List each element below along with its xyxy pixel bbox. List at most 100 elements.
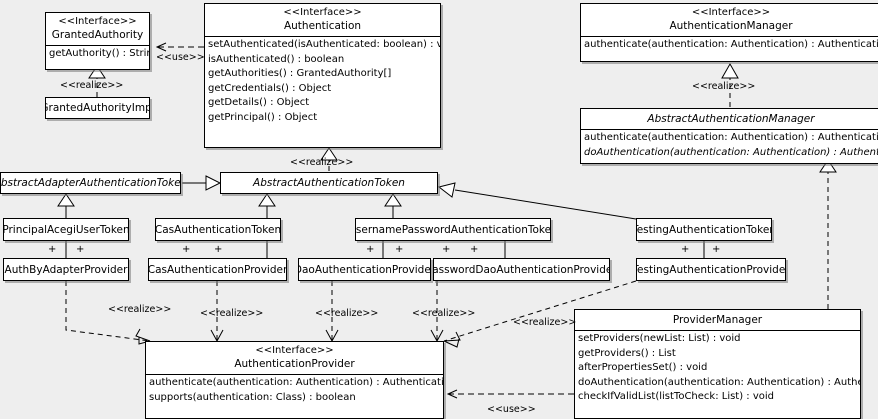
class-testing-authentication-provider[interactable]: TestingAuthenticationProvider <box>636 258 786 281</box>
operation: setAuthenticated(isAuthenticated: boolea… <box>208 39 441 50</box>
stereotype-label: <<Interface>> <box>283 7 362 18</box>
operations-compartment: setProviders(newList: List) : void getPr… <box>575 330 860 406</box>
operations-compartment: authenticate(authentication: Authenticat… <box>146 374 443 406</box>
class-header: UsernamePasswordAuthenticationToken <box>356 219 550 240</box>
class-header: <<Interface>> AuthenticationManager <box>581 4 878 36</box>
operation: getProviders() : List <box>578 347 676 359</box>
class-header: GrantedAuthorityImpl <box>46 98 149 118</box>
class-testing-authentication-token[interactable]: TestingAuthenticationToken <box>636 218 772 241</box>
class-principal-acegi-user-token[interactable]: PrincipalAcegiUserToken <box>3 218 129 241</box>
class-header: PasswordDaoAuthenticationProvider <box>434 259 609 280</box>
association-marker-plus: + <box>712 244 721 255</box>
class-abstract-adapter-authentication-token[interactable]: AbstractAdapterAuthenticationToken <box>0 172 181 194</box>
stereotype-label: <<Interface>> <box>58 16 137 27</box>
class-header: AuthByAdapterProvider <box>4 259 128 280</box>
class-header: ProviderManager <box>575 310 860 330</box>
operation: getAuthority() : String <box>49 48 150 59</box>
class-authentication-provider[interactable]: <<Interface>> AuthenticationProvider aut… <box>145 341 444 419</box>
class-name: TestingAuthenticationProvider <box>636 263 786 276</box>
class-header: TestingAuthenticationToken <box>637 219 771 240</box>
class-abstract-authentication-token[interactable]: AbstractAuthenticationToken <box>220 172 438 194</box>
class-header: AbstractAdapterAuthenticationToken <box>1 173 180 193</box>
edge-label-realize-providermanager: <<realize>> <box>513 317 577 328</box>
operations-compartment: getAuthority() : String <box>46 45 149 63</box>
class-cas-authentication-provider[interactable]: CasAuthenticationProvider <box>148 258 287 281</box>
class-name: AbstractAdapterAuthenticationToken <box>0 177 181 189</box>
edge-label-use-authentication-grantedauthority: <<use>> <box>156 52 205 63</box>
operation: isAuthenticated() : boolean <box>208 53 345 65</box>
class-authentication-manager[interactable]: <<Interface>> AuthenticationManager auth… <box>580 3 878 62</box>
operation: setProviders(newList: List) : void <box>578 333 741 344</box>
operation: getAuthorities() : GrantedAuthority[] <box>208 68 392 79</box>
edge-label-realize-grantedauthorityimpl: <<realize>> <box>60 80 124 91</box>
edge-label-realize-passworddaoauthenticationprovider: <<realize>> <box>412 308 476 319</box>
operation: authenticate(authentication: Authenticat… <box>149 377 444 388</box>
operations-compartment: authenticate(authentication: Authenticat… <box>581 129 878 161</box>
edge-label-realize-abstractauthenticationtoken: <<realize>> <box>290 157 354 168</box>
edge-label-use-providermanager: <<use>> <box>487 404 536 415</box>
operation: doAuthentication(authentication: Authent… <box>584 146 878 158</box>
class-header: DaoAuthenticationProvider <box>299 259 430 280</box>
association-marker-plus: + <box>681 244 690 255</box>
class-auth-by-adapter-provider[interactable]: AuthByAdapterProvider <box>3 258 129 281</box>
class-password-dao-authentication-provider[interactable]: PasswordDaoAuthenticationProvider <box>433 258 610 281</box>
stereotype-label: <<Interface>> <box>691 7 771 18</box>
class-provider-manager[interactable]: ProviderManager setProviders(newList: Li… <box>574 309 861 419</box>
class-granted-authority[interactable]: <<Interface>> GrantedAuthority getAuthor… <box>45 12 150 70</box>
class-authentication[interactable]: <<Interface>> Authentication setAuthenti… <box>204 3 441 148</box>
class-header: <<Interface>> Authentication <box>205 4 440 36</box>
association-marker-plus: + <box>470 244 479 255</box>
class-name: AuthenticationProvider <box>234 358 355 370</box>
class-cas-authentication-token[interactable]: CasAuthenticationToken <box>155 218 281 241</box>
class-name: ProviderManager <box>672 314 763 326</box>
class-name: AuthByAdapterProvider <box>4 263 128 276</box>
edge-label-realize-authbyadapterprovider: <<realize>> <box>108 304 172 315</box>
class-name: AbstractAuthenticationToken <box>253 177 405 189</box>
operation: checkIfValidList(listToCheck: List) : vo… <box>578 391 775 402</box>
association-marker-plus: + <box>76 244 85 255</box>
class-name: UsernamePasswordAuthenticationToken <box>355 223 551 236</box>
operation: authenticate(authentication: Authenticat… <box>584 132 878 143</box>
class-name: AbstractAuthenticationManager <box>647 113 815 125</box>
association-marker-plus: + <box>442 244 451 255</box>
class-name: DaoAuthenticationProvider <box>298 263 431 276</box>
operation: getDetails() : Object <box>208 97 310 108</box>
class-granted-authority-impl[interactable]: GrantedAuthorityImpl <box>45 97 150 119</box>
class-name: GrantedAuthority <box>51 29 144 41</box>
operation: doAuthentication(authentication: Authent… <box>578 376 860 388</box>
operation: afterPropertiesSet() : void <box>578 362 708 373</box>
operation: authenticate(authentication: Authenticat… <box>584 39 878 50</box>
class-abstract-authentication-manager[interactable]: AbstractAuthenticationManager authentica… <box>580 108 878 164</box>
class-dao-authentication-provider[interactable]: DaoAuthenticationProvider <box>298 258 431 281</box>
class-name: CasAuthenticationToken <box>155 223 281 236</box>
class-header: CasAuthenticationToken <box>156 219 280 240</box>
association-marker-plus: + <box>182 244 191 255</box>
class-username-password-authentication-token[interactable]: UsernamePasswordAuthenticationToken <box>355 218 551 241</box>
association-marker-plus: + <box>395 244 404 255</box>
class-header: AbstractAuthenticationToken <box>221 173 437 193</box>
class-header: <<Interface>> GrantedAuthority <box>46 13 149 45</box>
operation: getPrincipal() : Object <box>208 111 318 123</box>
edge-label-realize-casauthenticationprovider: <<realize>> <box>200 308 264 319</box>
class-name: PrincipalAcegiUserToken <box>3 223 129 236</box>
operations-compartment: setAuthenticated(isAuthenticated: boolea… <box>205 36 440 126</box>
edge-label-realize-abstractauthenticationmanager: <<realize>> <box>692 81 756 92</box>
class-header: AbstractAuthenticationManager <box>581 109 878 129</box>
association-marker-plus: + <box>366 244 375 255</box>
class-header: CasAuthenticationProvider <box>149 259 286 280</box>
class-name: GrantedAuthorityImpl <box>45 102 150 114</box>
operation: getCredentials() : Object <box>208 82 332 94</box>
stereotype-label: <<Interface>> <box>255 345 334 356</box>
class-header: <<Interface>> AuthenticationProvider <box>146 342 443 374</box>
operation: supports(authentication: Class) : boolea… <box>149 391 356 403</box>
class-name: AuthenticationManager <box>669 20 793 32</box>
edge-label-realize-daoauthenticationprovider: <<realize>> <box>315 308 379 319</box>
class-name: TestingAuthenticationToken <box>636 223 772 236</box>
class-header: TestingAuthenticationProvider <box>637 259 785 280</box>
class-name: PasswordDaoAuthenticationProvider <box>433 263 610 276</box>
class-name: CasAuthenticationProvider <box>148 263 287 276</box>
association-marker-plus: + <box>214 244 223 255</box>
association-marker-plus: + <box>48 244 57 255</box>
operations-compartment: authenticate(authentication: Authenticat… <box>581 36 878 54</box>
